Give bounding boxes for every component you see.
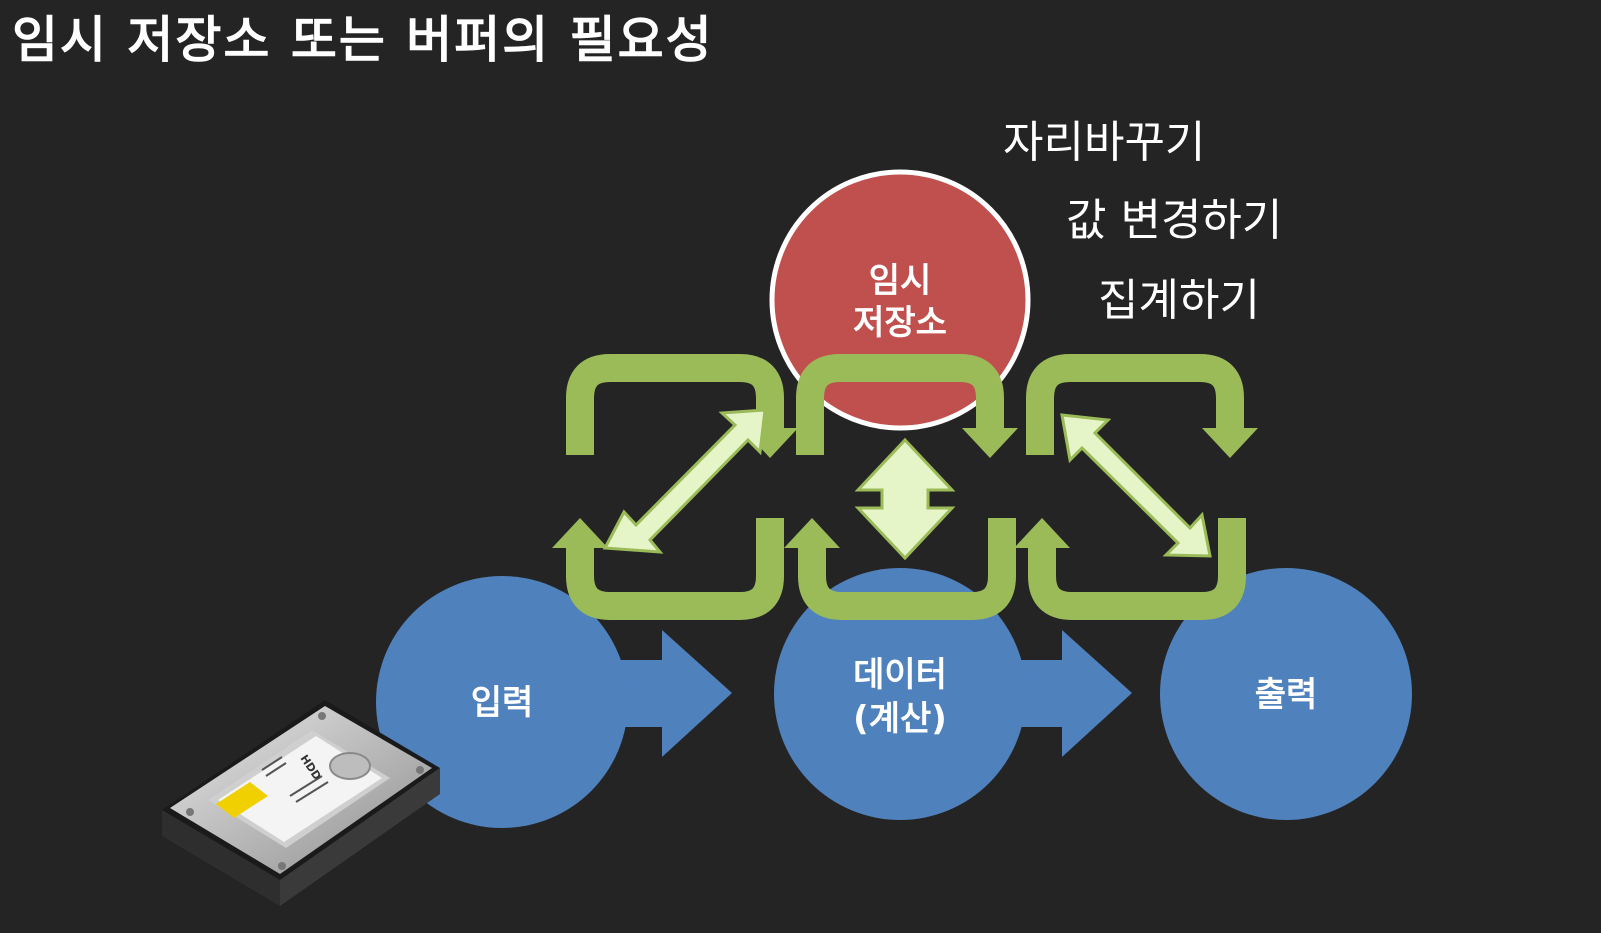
exchange-arrows (602, 408, 1212, 561)
flow-arrow-data-to-output (1005, 630, 1132, 757)
exchange-arrow-input-storage (602, 408, 767, 554)
cycle-arrows-bottom (566, 518, 1246, 620)
input-node (376, 576, 628, 828)
temp-storage-label-line1: 임시 (869, 261, 932, 301)
cycle-arrows-top (566, 354, 1244, 455)
operation-aggregate: 집계하기 (1098, 275, 1260, 326)
cycle-arrowheads-bottom (552, 518, 1070, 548)
operation-change-value: 값 변경하기 (1066, 195, 1283, 246)
hard-drive-icon: HDD (162, 700, 440, 906)
operation-swap: 자리바꾸기 (1003, 117, 1206, 168)
data-label-line1: 데이터 (853, 655, 947, 695)
data-label-line2: (계산) (853, 699, 947, 739)
flow-arrow-input-to-data (600, 630, 732, 757)
temp-storage-label-line2: 저장소 (853, 303, 947, 343)
data-node (774, 568, 1026, 820)
exchange-arrow-storage-output (1060, 413, 1212, 558)
output-label: 출력 (1255, 675, 1318, 715)
slide-title: 임시 저장소 또는 버퍼의 필요성 (12, 11, 714, 69)
output-node (1160, 568, 1412, 820)
input-label: 입력 (471, 683, 534, 723)
exchange-arrow-data-storage (854, 437, 956, 561)
